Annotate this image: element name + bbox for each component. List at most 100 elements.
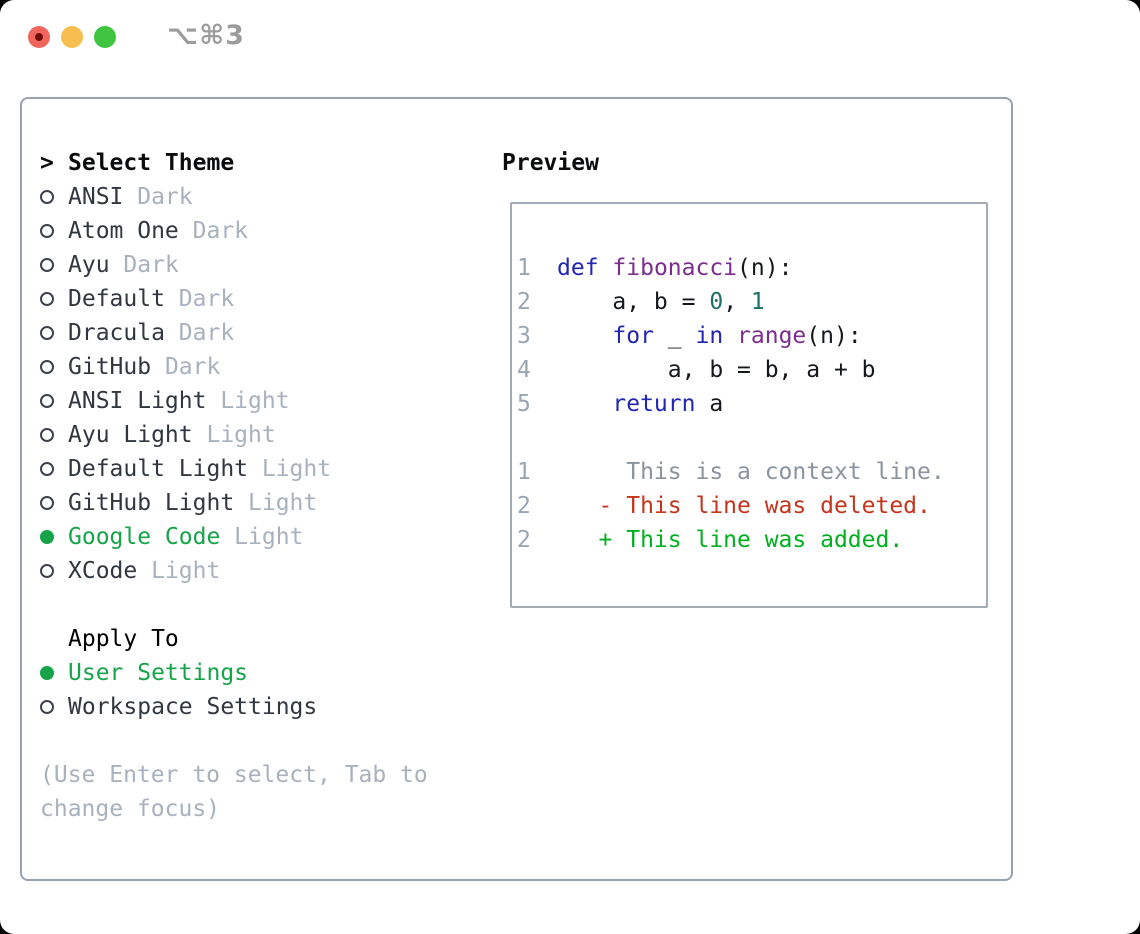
theme-option[interactable]: GitHub Light Light (40, 486, 428, 520)
option-label: GitHub Light (68, 490, 235, 516)
option-variant-label: Light (192, 422, 276, 448)
option-label: User Settings (68, 660, 249, 686)
radio-column (40, 360, 68, 374)
code-content: + This line was added. (557, 523, 904, 557)
radio-column (40, 258, 68, 272)
code-token-plain (723, 323, 737, 349)
radio-column (40, 224, 68, 238)
radio-selected-icon (40, 530, 54, 544)
code-token-type: fibonacci (612, 255, 738, 281)
option-label: XCode (68, 558, 138, 584)
code-line: 2 + This line was added. (517, 523, 986, 557)
theme-option[interactable]: GitHub Dark (40, 350, 428, 384)
code-token-plain (557, 391, 612, 417)
apply-to-option[interactable]: Workspace Settings (40, 690, 428, 724)
code-token-literal: 0 (709, 289, 724, 315)
code-token-keyword: in (695, 323, 724, 349)
option-variant-label: Dark (164, 320, 235, 346)
code-token-plain (557, 323, 612, 349)
apply-to-title: Apply To (68, 626, 179, 652)
code-content: a, b = 0, 1 (557, 285, 765, 319)
minimize-button[interactable] (61, 26, 83, 48)
radio-column (40, 428, 68, 442)
zoom-button[interactable] (94, 26, 116, 48)
radio-unselected-icon (40, 326, 54, 340)
line-number: 4 (517, 357, 531, 383)
option-variant-label: Light (248, 456, 332, 482)
theme-option[interactable]: ANSI Dark (40, 180, 428, 214)
theme-option[interactable]: Default Dark (40, 282, 428, 316)
radio-unselected-icon (40, 224, 54, 238)
option-variant-label: Dark (164, 286, 235, 312)
code-token-plain: _ (653, 323, 696, 349)
radio-unselected-icon (40, 190, 54, 204)
theme-option[interactable]: Default Light Light (40, 452, 428, 486)
option-variant-label: Light (137, 558, 221, 584)
code-token-added: + This line was added. (557, 527, 904, 553)
traffic-lights (28, 26, 116, 48)
theme-option[interactable]: Ayu Dark (40, 248, 428, 282)
radio-unselected-icon (40, 428, 54, 442)
radio-unselected-icon (40, 564, 54, 578)
code-token-context: This is a context line. (557, 459, 945, 485)
spacer (40, 724, 428, 758)
line-number: 2 (517, 289, 531, 315)
theme-option[interactable]: Ayu Light Light (40, 418, 428, 452)
code-content: return a (557, 387, 723, 421)
code-content: a, b = b, a + b (557, 353, 876, 387)
help-line: change focus) (40, 796, 221, 822)
theme-option[interactable]: Google Code Light (40, 520, 428, 554)
option-label: Dracula (68, 320, 165, 346)
code-token-literal: 1 (750, 289, 765, 315)
spacer (40, 588, 428, 622)
apply-to-header: Apply To (40, 622, 428, 656)
code-content: for _ in range(n): (557, 319, 862, 353)
selector-arrow: > (40, 150, 54, 176)
select-theme-title: Select Theme (68, 150, 235, 176)
code-line (517, 421, 986, 455)
option-label: Ayu (68, 252, 110, 278)
line-number: 3 (517, 323, 531, 349)
code-line: 5 return a (517, 387, 986, 421)
radio-unselected-icon (40, 394, 54, 408)
apply-to-option[interactable]: User Settings (40, 656, 428, 690)
radio-unselected-icon (40, 700, 54, 714)
radio-column (40, 530, 68, 544)
theme-option[interactable]: Dracula Dark (40, 316, 428, 350)
radio-column (40, 496, 68, 510)
radio-unselected-icon (40, 496, 54, 510)
option-label: GitHub (68, 354, 152, 380)
code-token-keyword: for (612, 323, 654, 349)
code-line: 3 for _ in range(n): (517, 319, 986, 353)
code-content: - This line was deleted. (557, 489, 931, 523)
code-token-deleted: - This line was deleted. (557, 493, 931, 519)
radio-column (40, 666, 68, 680)
option-label: Workspace Settings (68, 694, 318, 720)
code-token-keyword: return (612, 391, 696, 417)
option-variant-label: Light (220, 524, 304, 550)
radio-unselected-icon (40, 462, 54, 476)
option-label: Ayu Light (68, 422, 193, 448)
code-token-plain: a, b = (557, 289, 710, 315)
code-token-plain: (n): (806, 323, 862, 349)
code-token-plain (599, 255, 613, 281)
theme-option[interactable]: Atom One Dark (40, 214, 428, 248)
title-bar: ⌥⌘3 (0, 0, 1140, 75)
radio-column (40, 700, 68, 714)
theme-option[interactable]: XCode Light (40, 554, 428, 588)
close-button[interactable] (28, 26, 50, 48)
line-number: 2 (517, 493, 531, 519)
radio-column (40, 394, 68, 408)
option-variant-label: Light (234, 490, 318, 516)
option-label: Google Code (68, 524, 221, 550)
radio-column (40, 326, 68, 340)
theme-option[interactable]: ANSI Light Light (40, 384, 428, 418)
radio-column (40, 564, 68, 578)
code-content: def fibonacci(n): (557, 251, 792, 285)
